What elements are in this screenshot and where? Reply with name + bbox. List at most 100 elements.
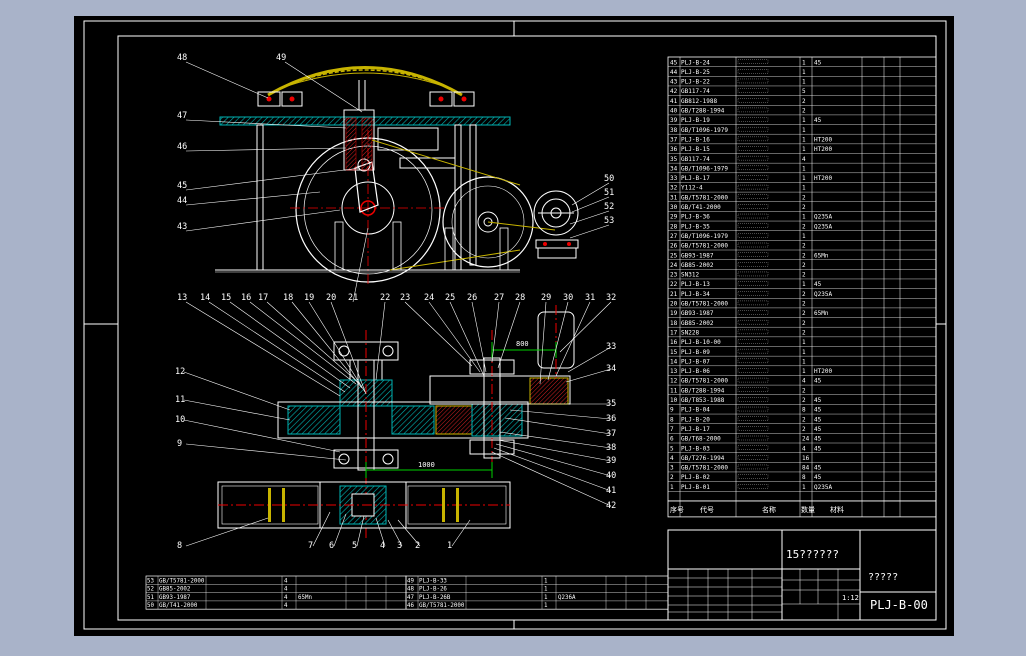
callout-8: 8 [177,541,182,551]
bom-row-no: 36 [670,146,678,153]
bom-row-no: 8 [670,416,674,423]
bom-row-code: PLJ-B-04 [681,407,710,414]
bom-row-code: Y112-4 [681,185,703,192]
bom-row-code: PLJ-B-17 [681,175,710,182]
bom-row-code: GB/T1096-1979 [681,165,728,172]
bom-row-code: PLJ-B-34 [681,291,710,298]
bom-row-no: 44 [670,69,678,76]
callout-36: 36 [606,414,616,424]
bom-bottom-code: PLJ-B-33 [419,578,447,584]
bom-bottom-no: 51 [147,595,154,601]
bom-bottom-material: Q236A [558,595,576,601]
bom-row-no: 33 [670,175,678,182]
scale-value: 1:12 [842,594,859,602]
bom-row-no: 10 [670,397,678,404]
bom-row-qty: 2 [802,204,806,211]
bom-row-material: Q235A [814,291,832,298]
callout-33: 33 [606,342,616,352]
bom-row-no: 27 [670,233,678,240]
bom-row-material: 45 [814,117,822,124]
callout-32: 32 [606,293,616,303]
bom-row-no: 11 [670,387,678,394]
plan-view: 800 1000 [217,305,575,540]
bom-row-code: GB85-2002 [681,262,714,269]
bom-row-material: HT200 [814,175,832,182]
bom-row-no: 40 [670,108,678,115]
callout-14: 14 [200,293,210,303]
bom-row-code: PLJ-B-15 [681,146,710,153]
bom-row-no: 7 [670,426,674,433]
callout-26: 26 [467,293,477,303]
bom-row-code: GB/T5781-2000 [681,194,728,201]
bom-row-qty: 1 [802,127,806,134]
bom-header-col_seq: 序号 [670,505,684,514]
bom-row-no: 24 [670,262,678,269]
bom-row-qty: 1 [802,136,806,143]
bom-row-material: 45 [814,378,822,385]
bom-row-code: PLJ-B-17 [681,426,710,433]
bom-row-material: 45 [814,436,822,443]
bom-row-material: HT200 [814,146,832,153]
bom-header-col_qty: 数量 [801,505,815,514]
bom-header-col_code: 代号 [700,505,714,514]
bom-row-no: 13 [670,368,678,375]
bom-row-qty: 1 [802,117,806,124]
bom-row-code: PLJ-B-06 [681,368,710,375]
bom-bottom-code: GB/T5781-2000 [419,603,465,609]
bom-row-no: 12 [670,378,678,385]
bom-row-material: HT200 [814,368,832,375]
bom-bottom-code: GB93-1987 [159,595,191,601]
bom-row-code: GB/T68-2000 [681,436,721,443]
bom-row-material: 45 [814,281,822,288]
bom-row-material: Q235A [814,223,832,230]
bom-row-qty: 24 [802,436,810,443]
bom-row-code: PLJ-B-35 [681,223,710,230]
callout-50: 50 [604,174,614,184]
bom-bottom-qty: 4 [284,587,288,593]
bom-bottom-no: 46 [407,603,414,609]
bom-row-code: GB/T5781-2000 [681,243,728,250]
bom-row-no: 39 [670,117,678,124]
bom-row-material: 45 [814,397,822,404]
callout-44: 44 [177,196,187,206]
bom-row-code: GB/T5781-2000 [681,378,728,385]
bom-row-qty: 2 [802,223,806,230]
callout-42: 42 [606,501,616,511]
bom-row-qty: 1 [802,59,806,66]
dim-top-span: 800 [516,340,529,348]
bom-row-qty: 8 [802,474,806,481]
callout-27: 27 [494,293,504,303]
bom-row-no: 4 [670,455,674,462]
bom-row-qty: 1 [802,349,806,356]
bom-row-no: 28 [670,223,678,230]
belt [371,139,521,186]
bom-row-material: Q235A [814,214,832,221]
bom-row-code: PLJ-B-22 [681,79,710,86]
bom-row-no: 37 [670,136,678,143]
bom-row-no: 9 [670,407,674,414]
bom-bottom-no: 48 [407,587,414,593]
title-block: 15?????? ????? PLJ-B-00 1:12 [667,529,937,621]
callout-10: 10 [175,415,185,425]
callout-3: 3 [397,541,402,551]
driven-pulley [442,176,534,268]
callout-9: 9 [177,439,182,449]
bom-row-no: 1 [670,484,674,491]
callout-2: 2 [415,541,420,551]
callout-15: 15 [221,293,231,303]
big-pulley-section [277,401,529,439]
bom-row-material: 45 [814,416,822,423]
bom-row-qty: 2 [802,98,806,105]
bom-row-qty: 2 [802,329,806,336]
bom-row-no: 18 [670,320,678,327]
bom-bottom-qty: 1 [544,603,548,609]
bom-row-code: GB85-2002 [681,320,714,327]
callout-22: 22 [380,293,390,303]
bom-row-code: PLJ-B-13 [681,281,710,288]
bom-row-no: 23 [670,272,678,279]
bom-bottom-material: 65Mn [298,595,312,601]
bom-row-qty: 8 [802,407,806,414]
bom-row-code: GB/T288-1994 [681,387,725,394]
bom-row-code: GB/T1096-1979 [681,127,728,134]
